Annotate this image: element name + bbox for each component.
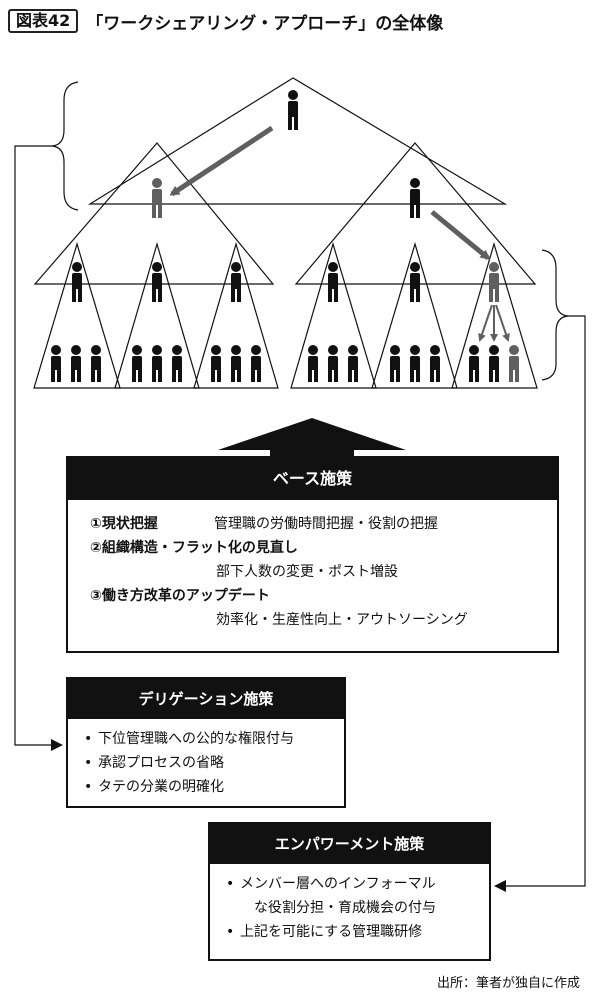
person-icon — [348, 345, 358, 382]
person-icon — [91, 345, 101, 382]
base-measures-list: ①現状把握 管理職の労働時間把握・役割の把握 ②組織構造・フラット化の見直し 部… — [68, 500, 557, 632]
person-icon — [231, 262, 241, 302]
base-item-title: ②組織構造・フラット化の見直し — [90, 540, 298, 556]
person-icon — [152, 178, 162, 218]
bottom-triangle-2 — [114, 241, 200, 389]
empowerment-item-line: 上記を可能にする管理職研修 — [240, 924, 423, 940]
base-measures-heading: ベース施策 — [68, 458, 557, 500]
top-triangle — [87, 77, 508, 205]
person-icon — [328, 262, 338, 302]
person-icon — [71, 345, 81, 382]
right-brace — [541, 249, 569, 381]
up-arrow-icon — [218, 418, 406, 458]
person-icon — [410, 262, 420, 302]
person-icon — [410, 345, 420, 382]
connector-lines — [14, 145, 586, 892]
base-item-title: ③働き方改革のアップデート — [90, 588, 270, 604]
bottom-triangle-5 — [371, 241, 458, 389]
base-item: ①現状把握 管理職の労働時間把握・役割の把握 — [90, 512, 557, 536]
left-brace — [51, 81, 79, 211]
person-icon — [132, 345, 142, 382]
title-bar: 図表42 「ワークシェアリング・アプローチ」の全体像 — [8, 8, 443, 34]
delegation-list: 下位管理職への公的な権限付与 承認プロセスの省略 タテの分業の明確化 — [68, 719, 344, 799]
person-icon — [489, 262, 499, 302]
person-icon — [51, 345, 61, 382]
figure-title: 「ワークシェアリング・アプローチ」の全体像 — [86, 13, 444, 34]
empowerment-measures-box: エンパワーメント施策 メンバー層へのインフォーマル な役割分担・育成機会の付与 … — [208, 822, 491, 961]
person-icon — [152, 345, 162, 382]
delegation-connector — [14, 145, 63, 751]
triangles — [33, 77, 538, 389]
bottom-triangle-6 — [451, 241, 538, 389]
delegation-item: 下位管理職への公的な権限付与 — [84, 727, 344, 751]
delegation-item: タテの分業の明確化 — [84, 775, 344, 799]
base-measures-box: ベース施策 ①現状把握 管理職の労働時間把握・役割の把握 ②組織構造・フラット化… — [66, 456, 559, 653]
empowerment-item-line: メンバー層へのインフォーマル — [240, 876, 436, 892]
delegation-item: 承認プロセスの省略 — [84, 751, 344, 775]
person-icon — [251, 345, 261, 382]
person-icon — [390, 345, 400, 382]
arrow-empower-1 — [478, 304, 493, 342]
empowerment-measures-heading: エンパワーメント施策 — [210, 824, 489, 864]
person-icon — [328, 345, 338, 382]
person-icon — [231, 345, 241, 382]
delegation-arrows — [169, 125, 510, 342]
base-item: ③働き方改革のアップデート — [90, 584, 557, 608]
base-item-desc: 管理職の労働時間把握・役割の把握 — [214, 516, 438, 532]
base-item-sub: 部下人数の変更・ポスト増設 — [216, 564, 398, 580]
empowerment-item: 上記を可能にする管理職研修 — [226, 920, 489, 944]
person-icon — [288, 90, 298, 130]
arrow-top-to-left-manager — [169, 125, 274, 197]
empowerment-item: メンバー層へのインフォーマル な役割分担・育成機会の付与 — [226, 872, 489, 920]
arrow-right-manager-to-sub — [430, 210, 491, 260]
source-note: 出所：筆者が独自に作成 — [436, 976, 580, 991]
empowerment-list: メンバー層へのインフォーマル な役割分担・育成機会の付与 上記を可能にする管理職… — [210, 864, 489, 944]
people — [51, 90, 519, 382]
figure-label: 図表42 — [8, 9, 79, 33]
person-icon — [509, 345, 519, 382]
person-icon — [308, 345, 318, 382]
person-icon — [172, 345, 182, 382]
base-item-title: ①現状把握 — [90, 516, 158, 532]
person-icon — [469, 345, 479, 382]
base-item: ②組織構造・フラット化の見直し — [90, 536, 557, 560]
delegation-measures-box: デリゲーション施策 下位管理職への公的な権限付与 承認プロセスの省略 タテの分業… — [66, 677, 346, 808]
empowerment-connector — [494, 315, 586, 892]
person-icon — [211, 345, 221, 382]
arrow-empower-3 — [495, 304, 510, 342]
bottom-triangle-3 — [193, 241, 279, 389]
base-item-sub: 効率化・生産性向上・アウトソーシング — [216, 612, 468, 628]
bottom-triangle-1 — [33, 241, 121, 389]
person-icon — [430, 345, 440, 382]
person-icon — [410, 178, 420, 218]
bottom-triangle-4 — [290, 241, 377, 389]
person-icon — [489, 345, 499, 382]
empowerment-item-line: な役割分担・育成機会の付与 — [254, 900, 436, 916]
person-icon — [72, 262, 82, 302]
person-icon — [152, 262, 162, 302]
delegation-measures-heading: デリゲーション施策 — [68, 679, 344, 719]
